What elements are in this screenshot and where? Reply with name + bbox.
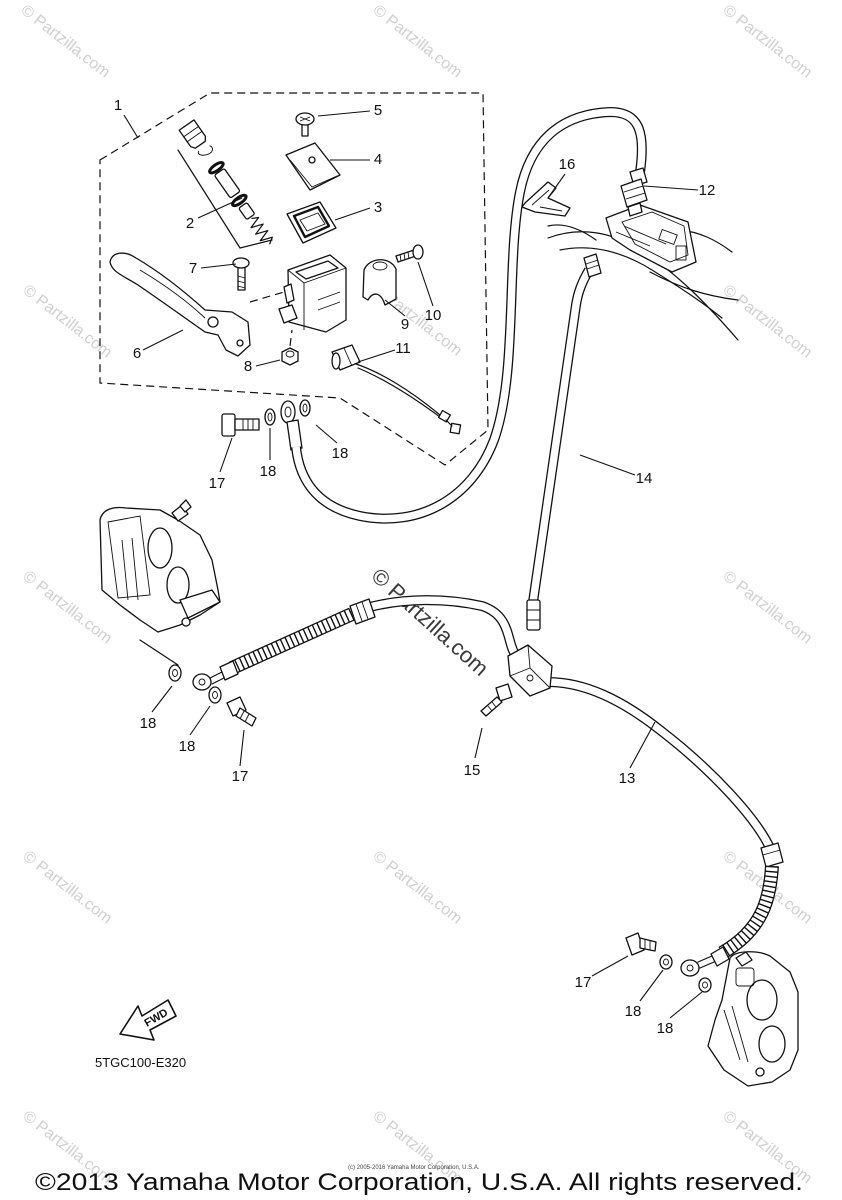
hose-clip-part-16: [521, 181, 571, 217]
bolt-part-15: [480, 683, 513, 717]
brake-lever-part-6: [109, 252, 251, 357]
callout-17: 17: [232, 768, 249, 785]
callout-7: 7: [189, 260, 197, 277]
callout-13: 13: [619, 770, 636, 787]
assembly-bracket-line: [177, 149, 273, 249]
callout-1: 1: [114, 97, 122, 114]
brake-switch-part-11: [331, 344, 462, 435]
holder-clamp-part-9: [362, 259, 397, 306]
brake-hose-upper: [291, 107, 648, 524]
callout-12: 12: [699, 182, 716, 199]
callout-18: 18: [657, 1020, 674, 1037]
lower-left-fasteners: [168, 664, 257, 727]
watermark-text: © Partzilla.com: [370, 848, 465, 928]
master-cylinder-assembly: [109, 112, 462, 435]
watermark-text: © Partzilla.com: [720, 2, 815, 82]
nut-part-8: [281, 347, 299, 366]
callouts: 1 2 3 4 5 6 7 8 9 10 11 12 13 14 15 16 1…: [114, 97, 716, 1037]
callout-17: 17: [209, 475, 226, 492]
callout-6: 6: [133, 345, 141, 362]
callout-3: 3: [374, 199, 382, 216]
callout-8: 8: [244, 358, 252, 375]
watermark-text: © Partzilla.com: [370, 2, 465, 82]
callout-5: 5: [374, 102, 382, 119]
callout-18: 18: [260, 463, 277, 480]
handlebar-bracket: [547, 204, 739, 341]
pivot-bolt-part-7: [232, 257, 250, 291]
upper-banjo-fittings: [221, 399, 311, 451]
master-cylinder-body: [278, 254, 347, 333]
brake-hose-part-13-left: [192, 595, 521, 691]
lever-link-line: [249, 291, 285, 303]
callout-18: 18: [625, 1003, 642, 1020]
diaphragm-part-3: [286, 201, 337, 244]
watermark-text: © Partzilla.com: [18, 2, 113, 82]
callout-18: 18: [179, 738, 196, 755]
watermark-text: © Partzilla.com: [20, 848, 115, 928]
right-front-caliper: [707, 951, 799, 1087]
left-front-caliper: [99, 499, 221, 666]
brake-hose-part-14: [526, 253, 602, 631]
watermark-text: © Partzilla.com: [20, 282, 115, 362]
callout-4: 4: [374, 151, 382, 168]
watermark-text: © Partzilla.com: [20, 568, 115, 648]
callout-11: 11: [395, 340, 411, 357]
lower-right-fasteners: [625, 932, 712, 993]
reservoir-cap-part-4: [285, 142, 341, 191]
bolt-part-10: [395, 244, 424, 263]
callout-15: 15: [464, 762, 481, 779]
callout-10: 10: [425, 307, 442, 324]
callout-16: 16: [559, 156, 576, 173]
assembly-outline: [99, 92, 489, 466]
hose-joint-block: [507, 644, 553, 697]
watermark-center: © Partzilla.com: [367, 563, 494, 681]
callout-18: 18: [332, 445, 349, 462]
callout-18: 18: [140, 715, 157, 732]
diagram-code: 5TGC100-E320: [95, 1055, 186, 1070]
copyright-notice: ©2013 Yamaha Motor Corporation, U.S.A. A…: [35, 1169, 803, 1196]
piston-kit-part-2: [178, 119, 273, 245]
brake-hose-part-13-right: [547, 677, 784, 977]
watermark-text: © Partzilla.com: [720, 568, 815, 648]
fine-print: (c) 2005-2016 Yamaha Motor Corporation, …: [348, 1165, 480, 1171]
forward-arrow-icon: FWD: [119, 999, 177, 1041]
watermark-text: © Partzilla.com: [720, 282, 815, 362]
nut-link-line: [289, 329, 293, 347]
callout-17: 17: [575, 974, 592, 991]
callout-14: 14: [636, 470, 653, 487]
screw-part-5: [295, 112, 315, 137]
leader-lines: [123, 110, 703, 1019]
callout-9: 9: [401, 316, 409, 333]
callout-2: 2: [186, 215, 194, 232]
